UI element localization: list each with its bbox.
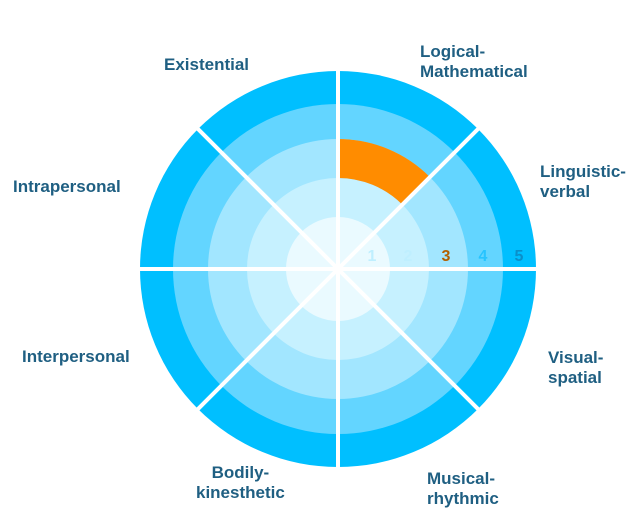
- label-existential: Existential: [164, 55, 250, 74]
- label-logical-mathematical: Logical- Mathematical: [420, 42, 528, 81]
- segment-divider: [195, 126, 481, 412]
- level-label-4: 4: [479, 248, 488, 265]
- level-label-1: 1: [368, 248, 377, 265]
- label-interpersonal: Interpersonal: [22, 347, 130, 366]
- label-musical-rhythmic: Musical- rhythmic: [427, 469, 499, 508]
- level-labels: 1 2 3 4 5: [368, 248, 524, 265]
- label-intrapersonal: Intrapersonal: [13, 177, 121, 196]
- label-linguistic-verbal: Linguistic- verbal: [540, 162, 626, 201]
- level-label-5: 5: [515, 248, 524, 265]
- level-label-3: 3: [442, 248, 451, 265]
- highlight-arc-logical-level-3: [338, 139, 430, 205]
- label-visual-spatial: Visual- spatial: [548, 348, 604, 387]
- level-label-2: 2: [404, 248, 413, 265]
- label-bodily-kinesthetic: Bodily- kinesthetic: [196, 463, 285, 502]
- segment-dividers: [138, 69, 538, 469]
